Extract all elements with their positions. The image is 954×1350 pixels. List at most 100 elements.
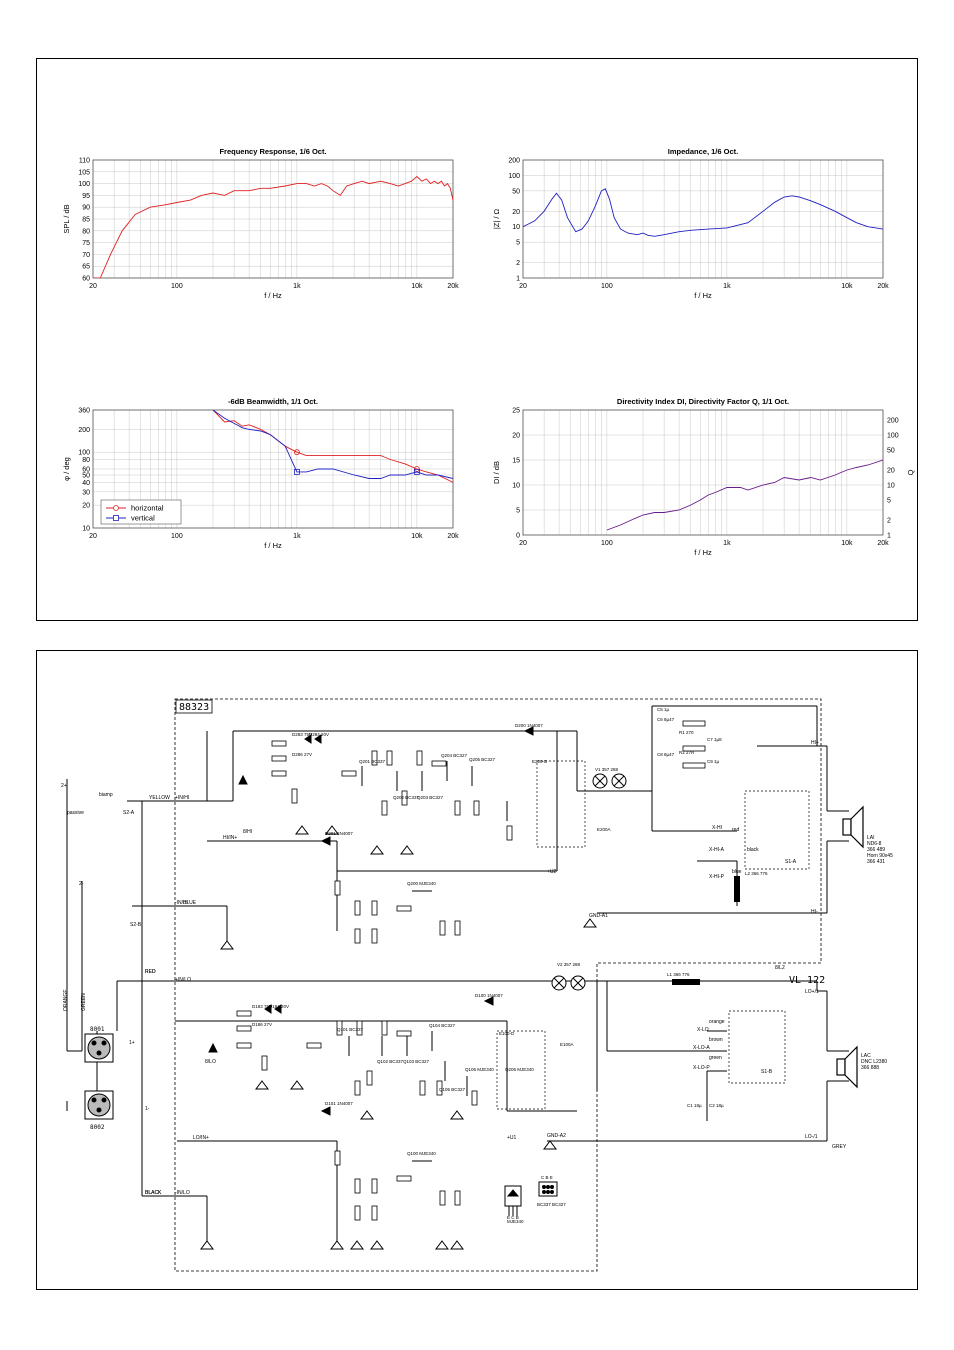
x-tick-label: 20 bbox=[519, 540, 527, 547]
circuit-schematic-panel: 88323 bbox=[36, 650, 918, 1290]
x-tick-label: 100 bbox=[601, 283, 613, 290]
schematic-text: E100A bbox=[560, 1042, 574, 1047]
series-line-vertical bbox=[212, 410, 453, 479]
svg-text:DNC L2380: DNC L2380 bbox=[861, 1059, 887, 1065]
schematic-text: MJE340 bbox=[507, 1219, 524, 1224]
schematic-text: GND-A2 bbox=[547, 1133, 566, 1139]
x-tick-label: 20k bbox=[877, 283, 889, 290]
y2-tick-label: 100 bbox=[887, 433, 899, 440]
charts-svg: Frequency Response, 1/6 Oct. 20 100 1k 10k 20… bbox=[62, 147, 915, 557]
x-tick-label: 1k bbox=[293, 283, 301, 290]
schematic-text: C2 18µ bbox=[709, 1103, 724, 1108]
schematic-text: GREEN bbox=[81, 993, 87, 1011]
schematic-text: Q205 BC327 bbox=[469, 757, 496, 762]
schematic-text: C1 18µ bbox=[687, 1103, 702, 1108]
svg-text:LAI: LAI bbox=[867, 835, 875, 841]
x-tick-label: 100 bbox=[601, 540, 613, 547]
schematic-text: R1 270 bbox=[679, 730, 694, 735]
schematic-text: Q106 MJE340 bbox=[465, 1067, 494, 1072]
schematic-text: +IN/LO bbox=[175, 977, 191, 983]
y-tick-label: 100 bbox=[78, 450, 90, 457]
switch-boxes bbox=[496, 760, 810, 1110]
schematic-text: ORANGE bbox=[63, 989, 69, 1011]
y-tick-label: 200 bbox=[78, 427, 90, 434]
y-tick-label: 100 bbox=[78, 181, 90, 188]
y2-tick-label: 10 bbox=[887, 483, 895, 490]
x-tick-label: 20k bbox=[447, 283, 459, 290]
y-tick-label: 85 bbox=[82, 217, 90, 224]
schematic-text: RED bbox=[145, 969, 156, 975]
x-axis-label: f / Hz bbox=[694, 291, 712, 300]
chart-grid bbox=[522, 159, 884, 279]
schematic-text: red bbox=[732, 827, 739, 833]
inductor-l1 bbox=[672, 979, 700, 985]
svg-text:366 431: 366 431 bbox=[867, 859, 885, 865]
legend-marker bbox=[113, 505, 119, 511]
chart-title: Directivity Index DI, Directivity Factor… bbox=[617, 397, 789, 406]
y-tick-label: 25 bbox=[512, 408, 520, 415]
schematic-text: LO+/1 bbox=[805, 989, 819, 995]
x-axis-label: f / Hz bbox=[264, 291, 282, 300]
schematic-text: S2-A bbox=[123, 810, 135, 816]
schematic-text: D186 27V bbox=[252, 1022, 272, 1027]
schematic-text: C5 1µ bbox=[657, 707, 670, 712]
schematic-text: orange bbox=[709, 1019, 725, 1025]
schematic-text: C6 8µ47 bbox=[657, 717, 675, 722]
schematic-labels: YELLOWBLUEREDBLACKGREYHI+HI-LO+/1LO-/1+I… bbox=[61, 707, 847, 1224]
schematic-text: D183 75V bbox=[252, 1004, 272, 1009]
schematic-text: passive bbox=[67, 810, 84, 816]
schematic-text: black bbox=[747, 847, 759, 853]
schematic-text: -IN/HI bbox=[175, 900, 188, 906]
x-tick-label: 10k bbox=[841, 540, 853, 547]
schematic-text: 2+ bbox=[61, 783, 67, 789]
schematic-text: Q105 BC327 bbox=[439, 1087, 466, 1092]
y-tick-label: 200 bbox=[508, 158, 520, 165]
schematic-text: D101 1N4007 bbox=[325, 1101, 353, 1106]
svg-text:366 489: 366 489 bbox=[867, 847, 885, 853]
y-tick-label: 105 bbox=[78, 169, 90, 176]
chart-frame bbox=[92, 159, 454, 279]
chart-frame bbox=[522, 409, 884, 536]
y-tick-label: 360 bbox=[78, 408, 90, 415]
x-axis-label: f / Hz bbox=[264, 541, 282, 550]
schematic-text: Q202 BC337 bbox=[393, 795, 420, 800]
series-line-series-1 bbox=[93, 175, 453, 278]
schematic-text: R2 27R bbox=[679, 750, 695, 755]
schematic-text: Q101 BC337 bbox=[337, 1027, 364, 1032]
schematic-text: C7 1µ8 bbox=[707, 737, 722, 742]
x-tick-label: 20k bbox=[877, 540, 889, 547]
schematic-text: Q104 BC327 bbox=[429, 1023, 456, 1028]
schematic-text: green bbox=[709, 1055, 722, 1061]
y-tick-label: 2 bbox=[516, 260, 520, 267]
schematic-text: D283 75V bbox=[292, 732, 312, 737]
schematic-text: GND-A1 bbox=[589, 913, 608, 919]
schematic-text: 8/L2 bbox=[775, 965, 785, 971]
schematic-text: biamp bbox=[99, 792, 113, 798]
schematic-text: L2 366 776 bbox=[745, 871, 768, 876]
schematic-text: C8 8µ47 bbox=[657, 752, 675, 757]
schematic-text: 2- bbox=[79, 881, 84, 887]
schematic-text: S2-B bbox=[130, 922, 142, 928]
chart-4: Directivity Index DI, Directivity Factor… bbox=[492, 397, 915, 557]
y-axis-label: |Z| / Ω bbox=[492, 208, 501, 229]
x-tick-label: 10k bbox=[411, 533, 423, 540]
mje340-package-icon bbox=[504, 1185, 522, 1216]
schematic-text: Q100 MJE340 bbox=[407, 1151, 436, 1156]
schematic-text: Q200 MJE340 bbox=[407, 881, 436, 886]
resistors bbox=[236, 720, 706, 1221]
schematic-text: Q204 BC327 bbox=[441, 753, 468, 758]
board-label: 88323 bbox=[179, 702, 209, 713]
x-tick-label: 20 bbox=[89, 283, 97, 290]
schematic-text: V2 357 288 bbox=[557, 962, 581, 967]
schematic-text: X-HI-A bbox=[709, 847, 725, 853]
series-line-series-1 bbox=[523, 188, 883, 237]
y-tick-label: 10 bbox=[82, 526, 90, 533]
chart-title: Frequency Response, 1/6 Oct. bbox=[219, 147, 326, 156]
schematic-text: Q203 BC327 bbox=[417, 795, 444, 800]
schematic-text: C9 1µ bbox=[707, 759, 720, 764]
schematic-text: BLACK bbox=[145, 1190, 162, 1196]
y-tick-label: 75 bbox=[82, 240, 90, 247]
legend-label: horizontal bbox=[131, 504, 164, 513]
